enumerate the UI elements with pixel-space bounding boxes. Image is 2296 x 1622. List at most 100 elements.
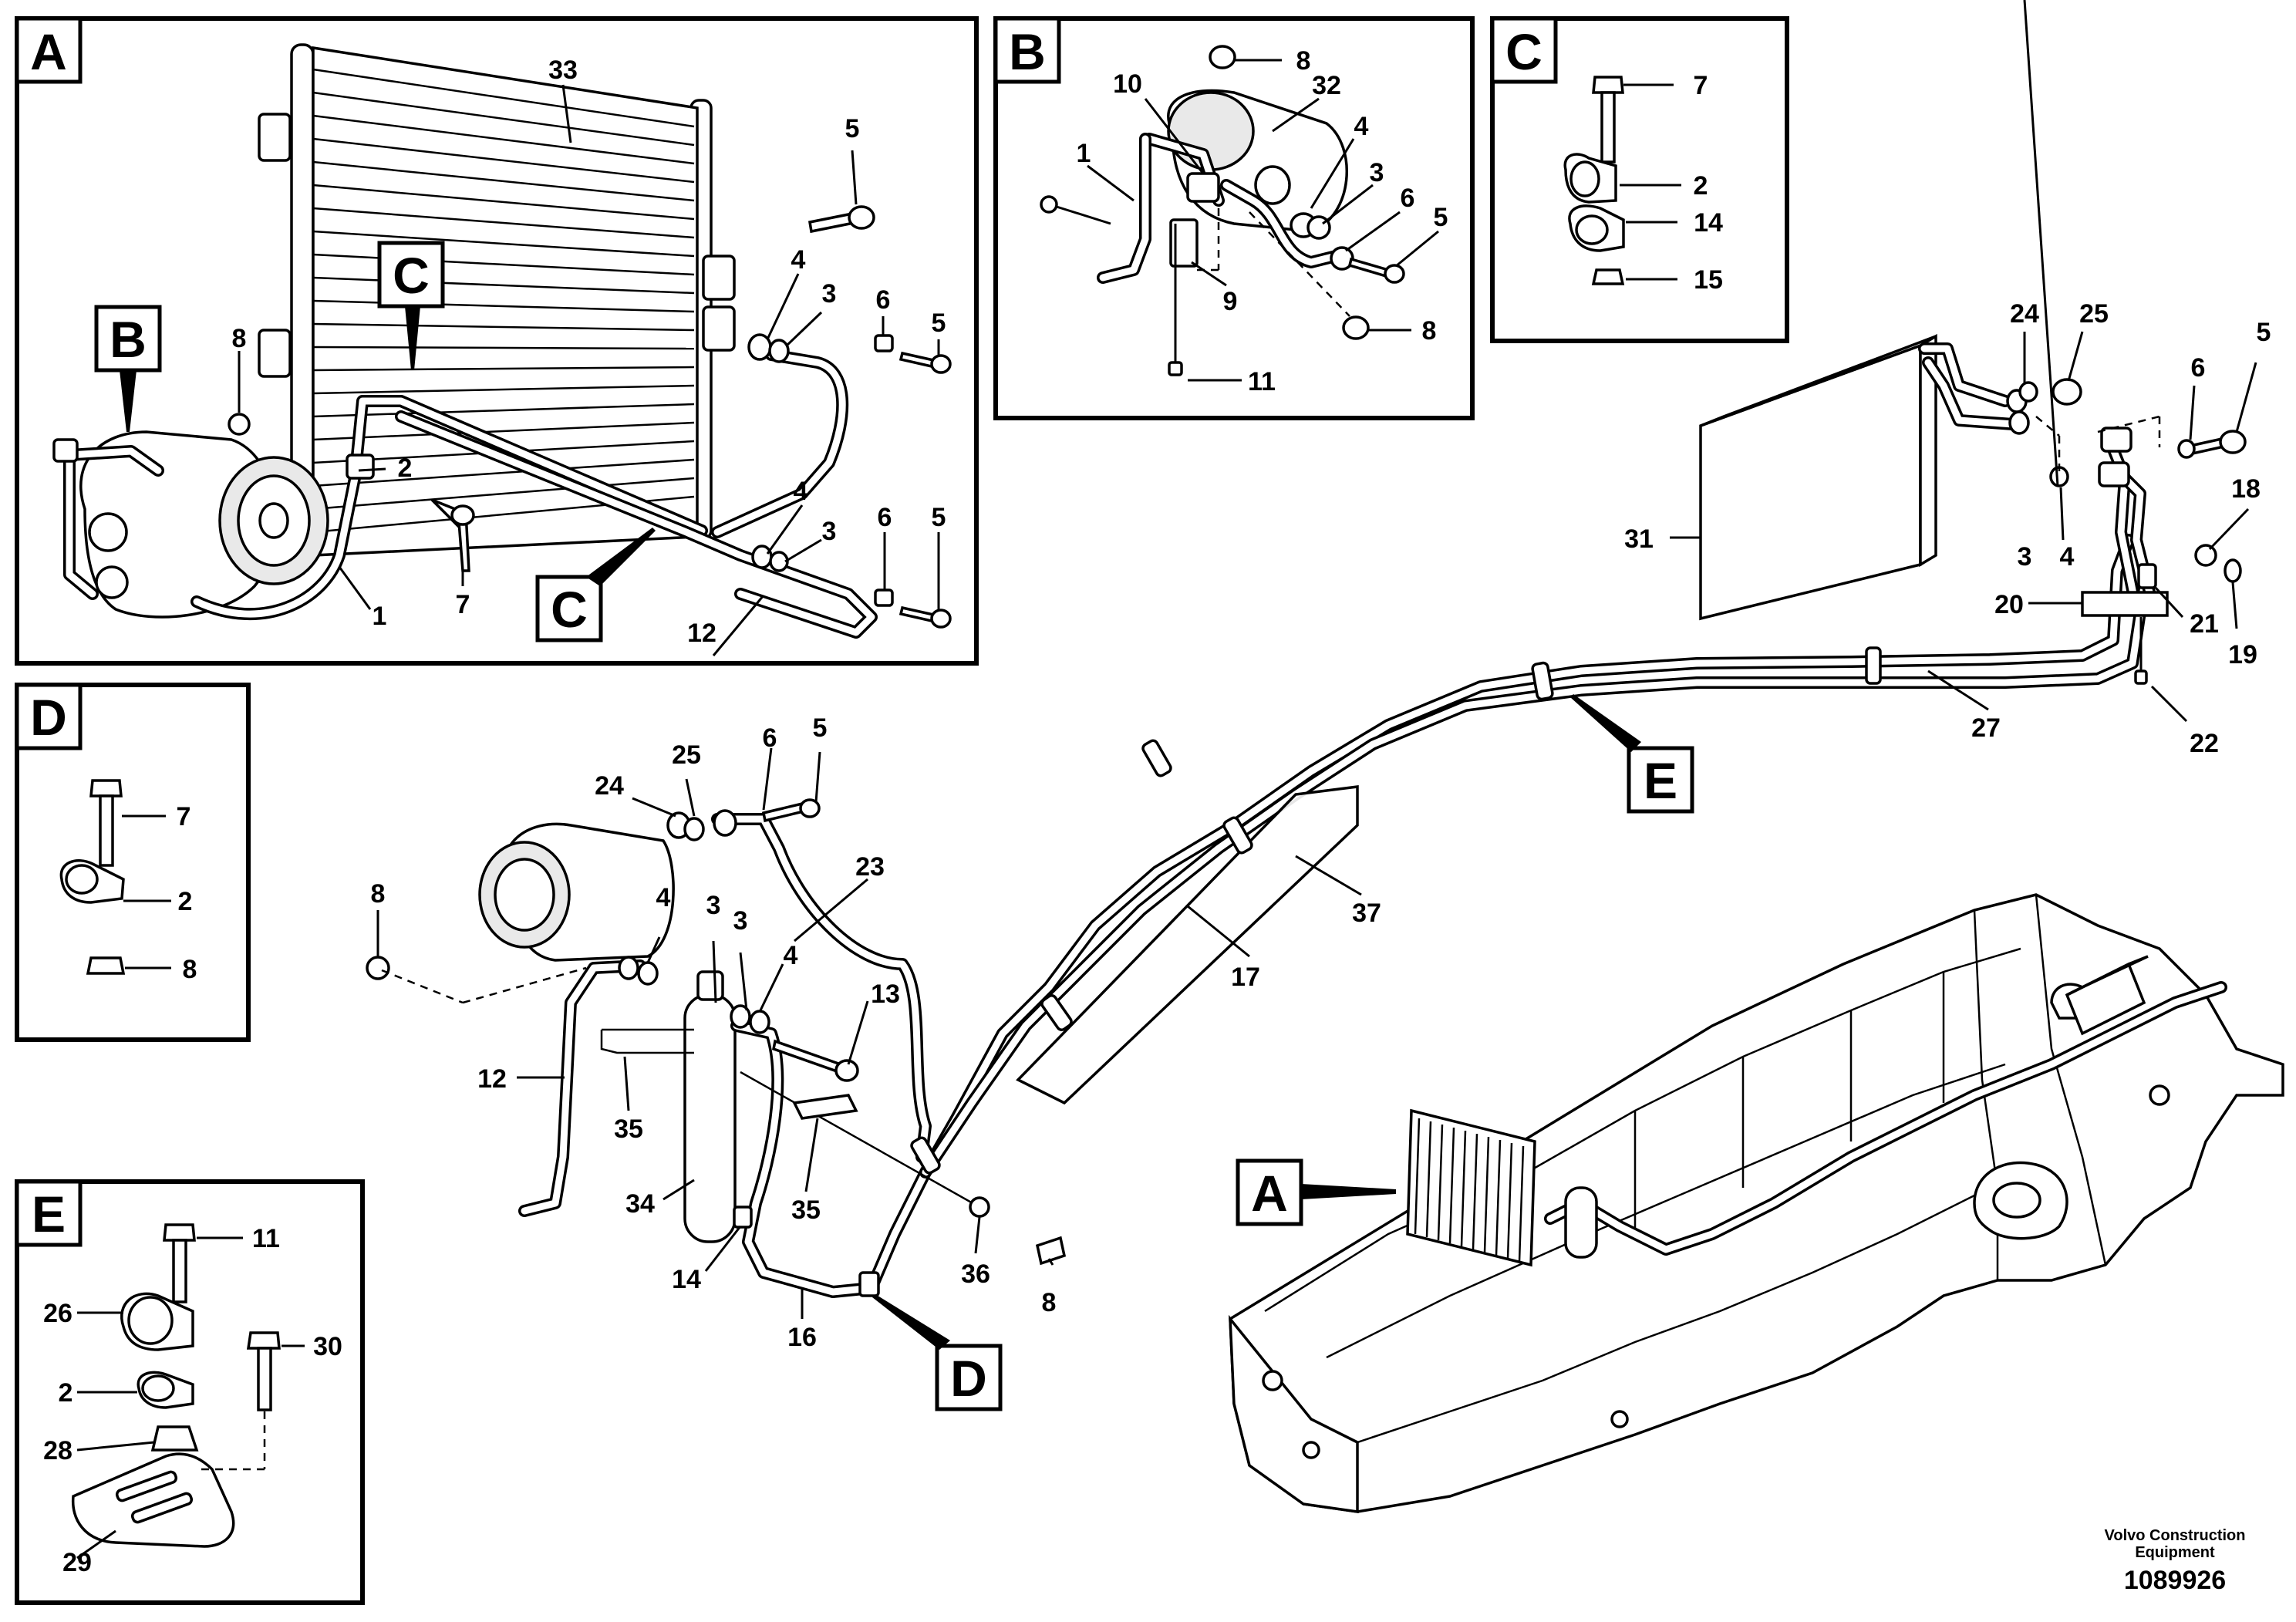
callout-31: 31 <box>1624 524 1654 554</box>
ref-a: A <box>1251 1165 1288 1222</box>
callout-37: 37 <box>1352 899 1381 928</box>
callout-6: 6 <box>763 723 777 753</box>
callout-3: 3 <box>2018 542 2032 572</box>
leaders-evap <box>1670 0 2257 629</box>
callout-5: 5 <box>845 114 860 143</box>
callout-29: 29 <box>62 1548 92 1577</box>
callout-5: 5 <box>932 309 946 338</box>
panel-e-letter: E <box>32 1185 66 1243</box>
callout-33: 33 <box>548 56 578 85</box>
callout-8: 8 <box>371 879 386 909</box>
receiver-drier <box>683 970 737 1243</box>
callout-14: 14 <box>672 1265 701 1294</box>
callout-12: 12 <box>477 1064 507 1094</box>
callout-4: 4 <box>791 245 806 275</box>
callout-3: 3 <box>822 279 837 309</box>
callout-5: 5 <box>2257 318 2271 347</box>
title-block: Volvo Construction Equipment 1089926 <box>2082 1527 2267 1596</box>
panel-d: D 7 2 8 <box>15 683 251 1042</box>
callout-2: 2 <box>398 454 413 483</box>
callout-8: 8 <box>183 955 197 984</box>
callout-24: 24 <box>2010 299 2039 329</box>
callout-1: 1 <box>1077 139 1091 168</box>
panel-b-letter: B <box>1009 23 1046 80</box>
callout-6: 6 <box>1401 184 1415 213</box>
callout-34: 34 <box>625 1189 655 1219</box>
ref-a-pointer <box>1301 1184 1396 1199</box>
panel-e: E 11 26 30 2 28 <box>15 1179 365 1605</box>
callout-21: 21 <box>2190 609 2219 639</box>
machine-condenser <box>1406 1108 1536 1267</box>
panel-a: A <box>15 16 979 666</box>
callout-8: 8 <box>232 324 247 353</box>
clamp-assembly-d <box>59 779 126 975</box>
ref-e-pointer <box>1570 694 1641 752</box>
callout-19: 19 <box>2228 640 2257 669</box>
callout-11: 11 <box>252 1224 280 1253</box>
callout-5: 5 <box>932 503 946 532</box>
callout-28: 28 <box>43 1436 72 1465</box>
callout-36: 36 <box>961 1259 990 1289</box>
evaporator-assembly: 24 25 6 5 31 18 3 4 20 21 19 <box>1624 0 2271 685</box>
callout-8: 8 <box>1042 1288 1057 1317</box>
callout-3: 3 <box>733 906 748 936</box>
callout-17: 17 <box>1231 963 1260 992</box>
callout-4: 4 <box>1354 112 1369 141</box>
callout-5: 5 <box>1434 203 1448 232</box>
callout-8: 8 <box>1296 46 1311 76</box>
callout-15: 15 <box>1694 265 1723 295</box>
main-assembly: 24 25 6 5 8 4 3 3 23 4 13 12 35 34 35 14… <box>366 534 2219 1411</box>
ref-c-top: C <box>393 247 430 304</box>
callout-4: 4 <box>794 477 808 506</box>
callout-2: 2 <box>1694 171 1708 201</box>
callout-7: 7 <box>1694 71 1708 100</box>
callout-4: 4 <box>2060 542 2075 572</box>
leaders-c <box>1620 83 1681 281</box>
leaders-main <box>376 669 2188 1319</box>
callout-35: 35 <box>614 1114 643 1144</box>
callout-35: 35 <box>791 1195 821 1225</box>
ref-c-top-pointer <box>405 306 420 370</box>
leaders-a <box>238 84 940 656</box>
clamp-assembly-e <box>71 1223 281 1548</box>
callout-25: 25 <box>672 740 701 770</box>
fasteners-a <box>228 205 952 629</box>
callout-5: 5 <box>813 713 828 743</box>
callout-2: 2 <box>178 887 193 916</box>
compressor-main <box>478 822 675 962</box>
callout-26: 26 <box>43 1299 72 1328</box>
callout-14: 14 <box>1694 208 1723 238</box>
ref-c-bottom-pointer <box>586 528 656 586</box>
panel-a-letter: A <box>30 23 67 80</box>
callout-1: 1 <box>373 602 387 631</box>
ref-c-bottom: C <box>551 581 588 638</box>
callout-6: 6 <box>876 285 891 315</box>
ref-d-pointer <box>872 1294 950 1350</box>
callout-7: 7 <box>456 590 470 619</box>
machine-frame: A <box>1229 893 2284 1514</box>
callout-22: 22 <box>2190 729 2219 758</box>
condenser <box>258 43 736 561</box>
ref-e: E <box>1644 752 1677 809</box>
callout-23: 23 <box>855 852 885 882</box>
callout-12: 12 <box>687 619 716 648</box>
callout-3: 3 <box>822 517 837 546</box>
panel-c: C 7 2 14 15 <box>1490 16 1789 343</box>
callout-18: 18 <box>2231 474 2261 504</box>
panel-c-letter: C <box>1505 23 1542 80</box>
callout-8: 8 <box>1422 316 1437 346</box>
leaders-e <box>76 1236 305 1560</box>
callout-11: 11 <box>1248 367 1276 396</box>
callout-3: 3 <box>1370 158 1384 187</box>
callout-6: 6 <box>2191 353 2206 383</box>
callout-2: 2 <box>59 1378 73 1408</box>
callout-13: 13 <box>871 980 900 1009</box>
ref-d: D <box>950 1350 987 1407</box>
callout-3: 3 <box>706 891 721 920</box>
callout-25: 25 <box>2079 299 2109 329</box>
callout-9: 9 <box>1223 287 1238 316</box>
callout-6: 6 <box>878 503 892 532</box>
drawing-number: 1089926 <box>2123 1566 2227 1595</box>
leaders-d <box>122 814 171 969</box>
